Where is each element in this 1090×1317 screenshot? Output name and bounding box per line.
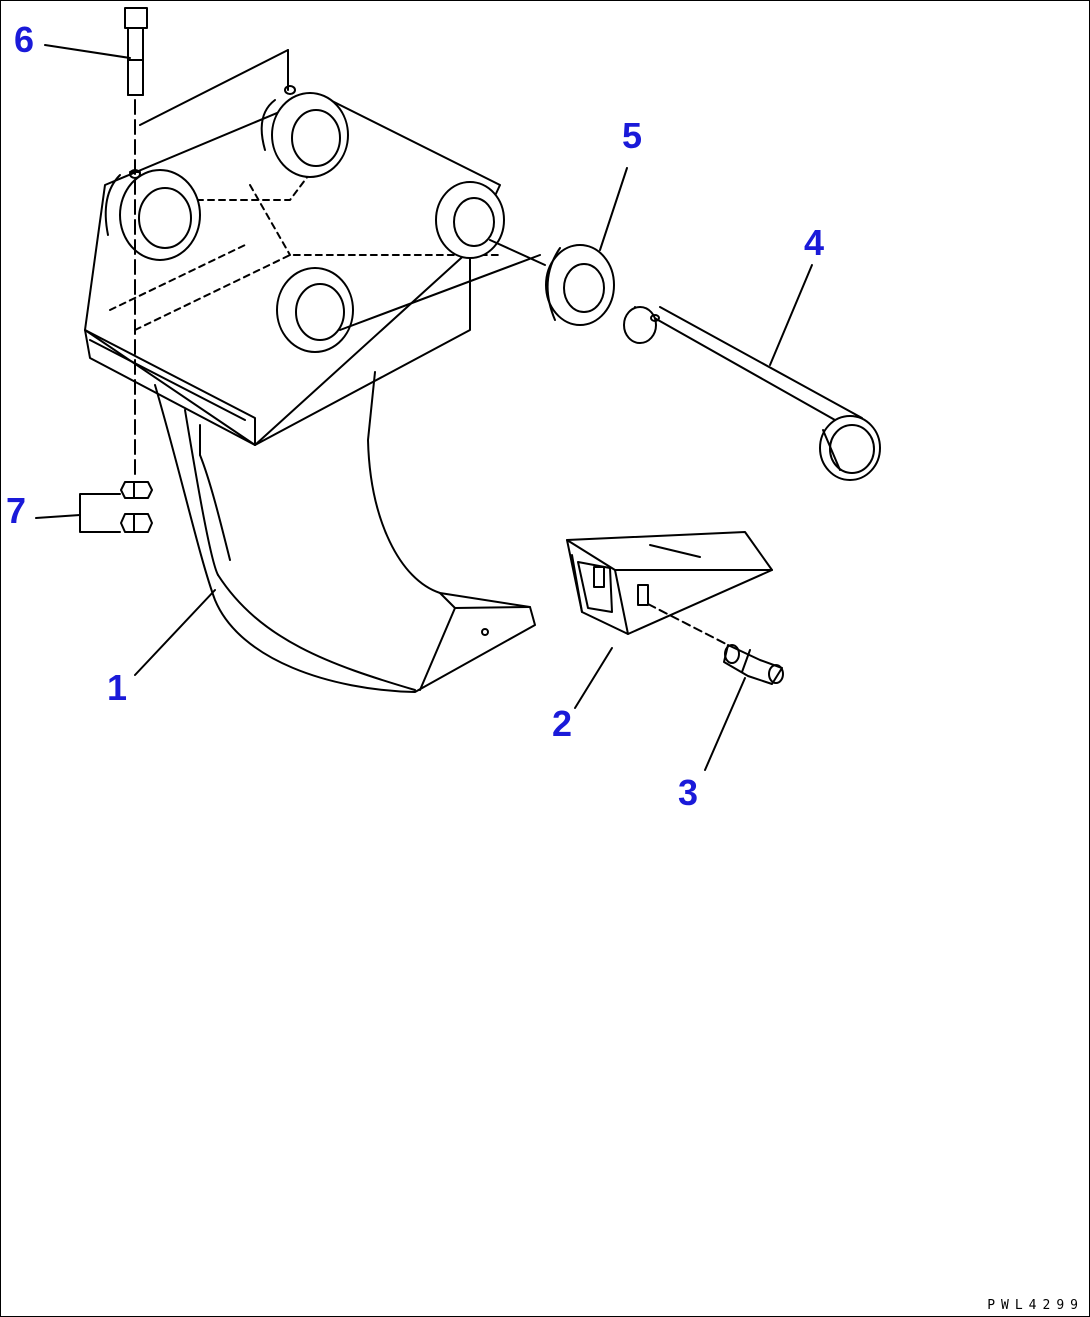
- leader-5: [599, 167, 628, 251]
- callout-4: 4: [804, 222, 825, 263]
- nut-upper: [120, 481, 153, 499]
- leader-6: [44, 44, 131, 59]
- front-boss: [276, 267, 354, 353]
- callout-3: 3: [678, 772, 699, 813]
- callout-2: 2: [552, 703, 573, 744]
- callout-5: 5: [622, 115, 643, 156]
- shank-blade: [154, 371, 536, 693]
- callout-7: 7: [6, 490, 27, 531]
- leader-2: [574, 647, 613, 709]
- leader-3: [704, 677, 746, 771]
- lock-pin: [647, 603, 784, 685]
- rear-left-boss: [104, 169, 201, 261]
- callout-6: 6: [14, 19, 35, 60]
- leader-1: [134, 589, 216, 676]
- rear-right-boss: [260, 92, 349, 178]
- tooth-tip: [566, 531, 773, 635]
- far-boss: [435, 181, 505, 259]
- washer: [545, 244, 615, 326]
- nut-lower: [120, 513, 153, 533]
- leader-7: [35, 493, 121, 533]
- callout-1: 1: [107, 667, 128, 708]
- leader-4: [769, 264, 813, 366]
- bolt: [124, 7, 296, 481]
- drawing-code: PWL4299: [987, 1298, 1084, 1313]
- pin-axis-line: [339, 254, 541, 331]
- pin: [623, 306, 881, 481]
